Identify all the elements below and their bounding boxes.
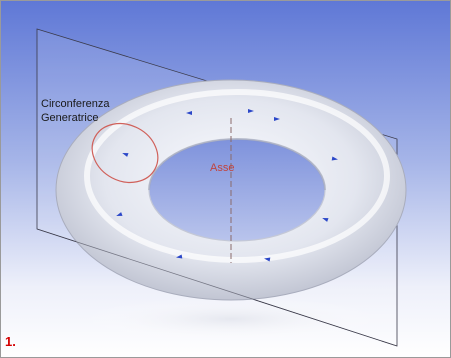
direction-arrow	[116, 212, 123, 217]
direction-arrow	[264, 257, 271, 262]
axis-label: Asse	[210, 162, 235, 174]
direction-arrow	[331, 156, 338, 161]
torus-reflection	[81, 297, 381, 341]
direction-arrows	[116, 109, 338, 262]
direction-arrow	[176, 254, 183, 259]
figure-number: 1.	[5, 334, 16, 349]
generating-circle-label-line2: Generatrice	[41, 112, 99, 124]
direction-arrow	[322, 217, 329, 222]
direction-arrow	[248, 109, 254, 113]
hole-inner-shade	[148, 138, 326, 191]
generating-circle-label: Circonferenza Generatrice	[41, 97, 109, 125]
generating-circle	[91, 122, 159, 184]
direction-arrow	[274, 117, 280, 121]
generating-circle-label-line1: Circonferenza	[41, 98, 110, 110]
direction-arrow	[122, 152, 129, 157]
direction-arrow	[186, 111, 192, 115]
plane-front-edge	[36, 228, 398, 347]
